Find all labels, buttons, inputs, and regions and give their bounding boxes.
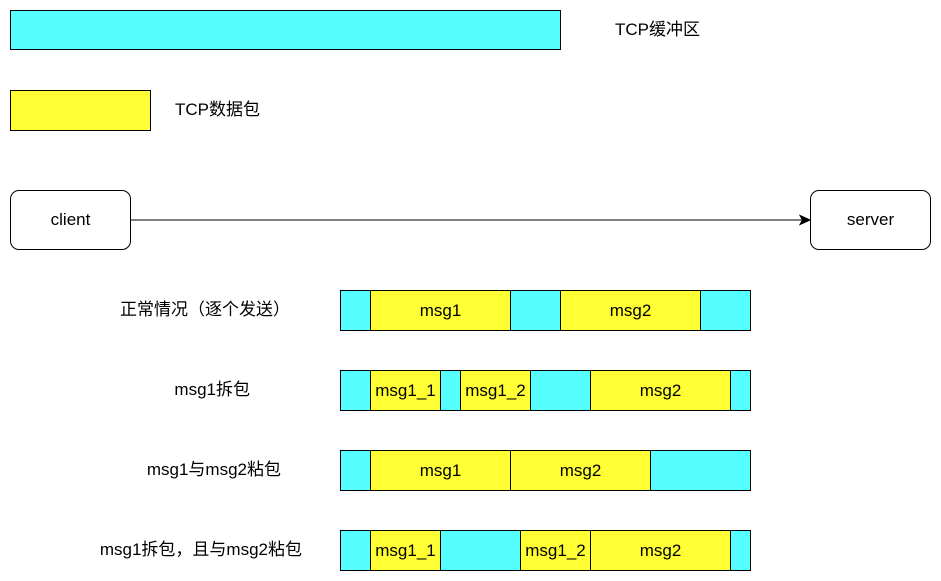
buffer-free-segment bbox=[700, 290, 751, 331]
packet-label: msg1_1 bbox=[375, 380, 436, 400]
packet-label: msg2 bbox=[609, 300, 652, 320]
client-node: client bbox=[10, 190, 131, 250]
buffer-free-segment bbox=[440, 370, 461, 411]
row-label-split: msg1拆包 bbox=[174, 380, 250, 399]
packet-label: msg1_1 bbox=[375, 540, 436, 560]
buffer-free-segment bbox=[340, 290, 371, 331]
packet-segment: msg1_1 bbox=[370, 370, 441, 411]
legend-packet-label: TCP数据包 bbox=[175, 100, 260, 119]
arrowhead-icon bbox=[798, 214, 812, 226]
packet-label: msg2 bbox=[559, 460, 602, 480]
legend-buffer-label: TCP缓冲区 bbox=[615, 20, 700, 39]
packet-segment: msg2 bbox=[560, 290, 701, 331]
packet-segment: msg1_1 bbox=[370, 530, 441, 571]
packet-label: msg1 bbox=[419, 300, 462, 320]
packet-segment: msg1_2 bbox=[460, 370, 531, 411]
buffer-free-segment bbox=[510, 290, 561, 331]
packet-segment: msg1 bbox=[370, 450, 511, 491]
buffer-row-normal: msg1 msg2 bbox=[340, 290, 751, 331]
packet-segment: msg2 bbox=[590, 370, 731, 411]
packet-segment: msg2 bbox=[510, 450, 651, 491]
packet-segment: msg2 bbox=[590, 530, 731, 571]
legend-buffer-swatch bbox=[10, 10, 561, 50]
row-label-sticky: msg1与msg2粘包 bbox=[146, 460, 281, 479]
client-label: client bbox=[50, 210, 91, 229]
packet-label: msg1 bbox=[419, 460, 462, 480]
buffer-free-segment bbox=[650, 450, 751, 491]
buffer-free-segment bbox=[730, 530, 751, 571]
packet-segment: msg1 bbox=[370, 290, 511, 331]
buffer-free-segment bbox=[340, 450, 371, 491]
row-label-split-sticky: msg1拆包，且与msg2粘包 bbox=[99, 540, 302, 559]
packet-label: msg1_2 bbox=[525, 540, 586, 560]
server-label: server bbox=[846, 210, 895, 229]
buffer-row-split-sticky: msg1_1 msg1_2 msg2 bbox=[340, 530, 751, 571]
server-node: server bbox=[810, 190, 931, 250]
buffer-free-segment bbox=[440, 530, 521, 571]
row-label-normal: 正常情况（逐个发送） bbox=[120, 300, 290, 319]
packet-label: msg1_2 bbox=[465, 380, 526, 400]
packet-label: msg2 bbox=[639, 540, 682, 560]
buffer-row-sticky: msg1 msg2 bbox=[340, 450, 751, 491]
packet-label: msg2 bbox=[639, 380, 682, 400]
buffer-free-segment bbox=[730, 370, 751, 411]
packet-segment: msg1_2 bbox=[520, 530, 591, 571]
legend-packet-swatch bbox=[10, 90, 151, 131]
buffer-free-segment bbox=[340, 530, 371, 571]
buffer-free-segment bbox=[340, 370, 371, 411]
buffer-row-split: msg1_1 msg1_2 msg2 bbox=[340, 370, 751, 411]
buffer-free-segment bbox=[530, 370, 591, 411]
